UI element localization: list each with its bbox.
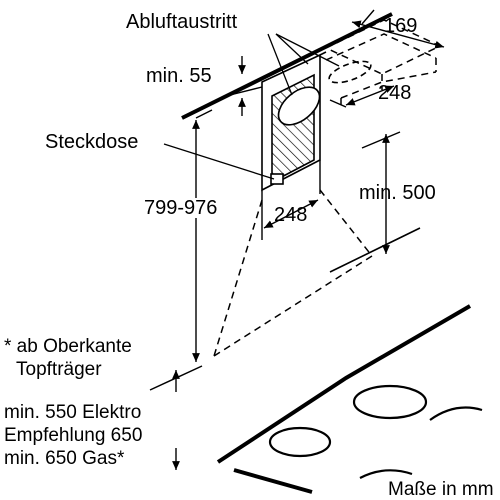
clearance-line-recommended: Empfehlung 650: [4, 425, 143, 446]
dim-169-lines: [351, 9, 445, 49]
outlet-leaders: [267, 33, 340, 96]
dim-799-976-label: 799-976: [142, 197, 220, 219]
dim-min-500-lines: [361, 131, 401, 254]
clearance-label: min. 550 Elektro Empfehlung 650 min. 650…: [4, 401, 142, 470]
dim-min-55-lines: [221, 56, 263, 116]
socket-leader: [163, 143, 275, 180]
dim-248-mid-label: 248: [274, 204, 308, 226]
footnote-line-1: * ab Oberkante: [4, 336, 132, 357]
min-500-label: min. 500: [359, 182, 436, 204]
footnote-line-2: Topfträger: [16, 359, 102, 380]
dim-169-label: 169: [384, 15, 418, 37]
min-55-label: min. 55: [146, 65, 212, 87]
units-label: Maße in mm: [388, 479, 494, 500]
dim-799-976-lines: [192, 109, 213, 362]
dim-248-mid-lines: [261, 160, 321, 240]
exhaust-outlet-opening: [277, 60, 372, 126]
socket-box: [270, 173, 284, 185]
dim-248-top-lines: [329, 85, 395, 108]
cooktop: [216, 304, 483, 494]
clearance-line-gas: min. 650 Gas*: [4, 448, 125, 469]
socket-label: Steckdose: [45, 131, 139, 153]
hood-bottom-edge: [329, 227, 421, 273]
dim-248-top-label: 248: [378, 82, 412, 104]
clearance-line-electric: min. 550 Elektro: [4, 402, 142, 423]
exhaust-outlet-label: Abluftaustritt: [126, 11, 238, 33]
footnote-label: * ab Oberkante Topfträger: [4, 335, 132, 381]
